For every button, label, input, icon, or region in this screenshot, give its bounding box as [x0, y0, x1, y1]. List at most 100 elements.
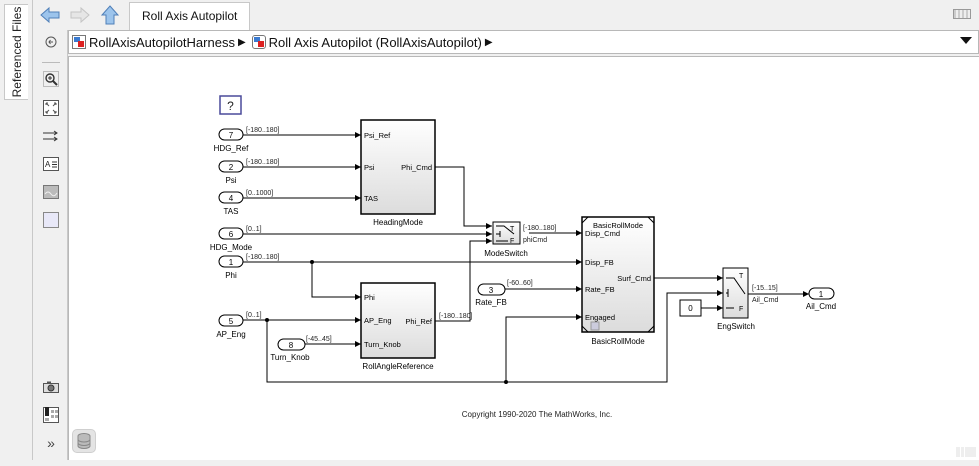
range-label: [-45..45]: [306, 336, 332, 343]
forward-button[interactable]: [68, 4, 92, 26]
port-label: Surf_Cmd: [617, 274, 651, 283]
signal-name-label: phiCmd: [523, 237, 547, 244]
signal-route-button[interactable]: [42, 127, 60, 145]
inport-name: Rate_FB: [475, 298, 507, 307]
port-label: Psi: [364, 163, 375, 172]
hide-explorer-icon: [45, 36, 57, 48]
breadcrumb-item-roll-axis-autopilot[interactable]: Roll Axis Autopilot (RollAxisAutopilot): [249, 35, 482, 50]
branch-point: [504, 380, 508, 384]
breadcrumb-item-harness[interactable]: RollAxisAutopilotHarness: [69, 35, 235, 50]
fit-to-view-button[interactable]: [42, 99, 60, 117]
inport-number: 4: [229, 194, 234, 203]
eng-switch-block[interactable]: T F EngSwitch: [717, 267, 755, 331]
breadcrumb-dropdown-icon[interactable]: [960, 37, 972, 44]
inport-rate-fb[interactable]: 3 Rate_FB: [475, 283, 507, 307]
port-label: Disp_FB: [585, 258, 614, 267]
inport-name: AP_Eng: [216, 330, 245, 339]
annotation-button[interactable]: A: [42, 155, 60, 173]
port-label: Disp_Cmd: [585, 229, 620, 238]
range-label: [0..1000]: [246, 190, 273, 197]
property-inspector-icon: [43, 407, 59, 423]
inport-number: 3: [489, 286, 494, 295]
signal-engaged[interactable]: [505, 314, 582, 382]
image-icon: [43, 185, 59, 199]
screenshot-icon: [43, 381, 59, 393]
block-name: HeadingMode: [373, 218, 423, 227]
block-title: BasicRollMode: [593, 221, 643, 230]
inport-number: 1: [229, 258, 234, 267]
range-label: [-180..180]: [523, 225, 557, 232]
inport-phi[interactable]: 1 Phi: [218, 255, 244, 280]
back-arrow-icon: [40, 6, 60, 24]
tool-palette: A »: [34, 30, 68, 460]
model-data-editor-button[interactable]: [72, 429, 96, 453]
resize-grip[interactable]: [956, 447, 976, 457]
inport-number: 7: [229, 131, 234, 140]
back-button[interactable]: [38, 4, 62, 26]
branch-point: [310, 260, 314, 264]
heading-mode-block[interactable]: Psi_Ref Psi TAS Phi_Cmd HeadingMode: [360, 119, 436, 227]
signal-phi-cmd[interactable]: [435, 166, 492, 229]
range-label: [-180..180]: [246, 127, 280, 134]
inport-name: Turn_Knob: [270, 353, 310, 362]
switch-true-label: T: [739, 273, 744, 280]
signal-name-label: Ail_Cmd: [752, 297, 779, 304]
property-inspector-button[interactable]: [42, 406, 60, 424]
block-name: ModeSwitch: [484, 249, 528, 258]
svg-text:A: A: [45, 160, 51, 169]
signal-phi-branch[interactable]: [311, 262, 361, 300]
inport-name: Phi: [225, 271, 237, 280]
range-label: [-180..180]: [246, 254, 280, 261]
range-label: [-180..180]: [439, 313, 473, 320]
constant-value: 0: [688, 304, 693, 313]
zoom-button[interactable]: [42, 70, 60, 88]
keyboard-icon[interactable]: [953, 9, 971, 19]
model-icon: [72, 35, 86, 49]
range-label: [-15..15]: [752, 285, 778, 292]
inport-name: HDG_Ref: [214, 144, 249, 153]
model-reference-icon: [251, 35, 266, 49]
block-name: BasicRollMode: [591, 337, 645, 346]
inport-hdg-ref[interactable]: 7 HDG_Ref: [214, 128, 249, 153]
area-button[interactable]: [42, 211, 60, 229]
up-arrow-icon: [100, 5, 120, 25]
up-button[interactable]: [98, 4, 122, 26]
range-label: [-60..60]: [507, 280, 533, 287]
inport-ap-eng[interactable]: 5 AP_Eng: [216, 314, 246, 339]
model-reference-badge-icon: [590, 321, 600, 331]
hide-explorer-button[interactable]: [42, 33, 60, 51]
breadcrumb: RollAxisAutopilotHarness ▶ Roll Axis Aut…: [68, 30, 979, 54]
roll-angle-reference-block[interactable]: Phi AP_Eng Turn_Knob Phi_Ref RollAngleRe…: [360, 282, 436, 371]
tab-roll-axis-autopilot[interactable]: Roll Axis Autopilot: [129, 2, 251, 30]
range-label: [0..1]: [246, 312, 262, 319]
fit-to-view-icon: [43, 100, 59, 116]
palette-divider: [42, 62, 60, 63]
inport-tas[interactable]: 4 TAS: [218, 191, 244, 216]
image-button[interactable]: [42, 183, 60, 201]
mode-switch-block[interactable]: T F ModeSwitch: [484, 221, 528, 258]
inport-hdg-mode[interactable]: 6 HDG_Mode: [210, 227, 253, 252]
basic-roll-mode-block[interactable]: BasicRollMode Disp_Cmd Disp_FB Rate_FB E…: [581, 216, 655, 346]
signal-lines: [243, 132, 809, 383]
model-canvas[interactable]: ? [-180..180: [68, 56, 979, 460]
breadcrumb-label: Roll Axis Autopilot (RollAxisAutopilot): [268, 34, 482, 50]
signal-route-icon: [43, 130, 58, 142]
inport-number: 6: [229, 230, 234, 239]
referenced-files-tab[interactable]: Referenced Files: [4, 4, 28, 100]
more-tools-button[interactable]: »: [42, 434, 60, 452]
outport-ail-cmd[interactable]: 1 Ail_Cmd: [806, 287, 836, 311]
inport-turn-knob[interactable]: 8 Turn_Knob: [270, 338, 310, 362]
constant-block[interactable]: 0: [679, 299, 702, 317]
port-label: Phi: [364, 293, 375, 302]
inport-name: TAS: [224, 207, 239, 216]
block-diagram: ? [-180..180: [210, 95, 836, 419]
signal-phi-ref[interactable]: [435, 238, 492, 322]
inport-number: 2: [229, 163, 234, 172]
signal-labels: [-180..180] [-180..180] [0..1000] [0..1]…: [246, 127, 779, 343]
screenshot-button[interactable]: [42, 378, 60, 396]
signal-ap-eng-branch[interactable]: [266, 290, 723, 383]
database-icon: [77, 433, 91, 449]
block-name: EngSwitch: [717, 322, 755, 331]
help-block[interactable]: ?: [219, 95, 242, 115]
inport-psi[interactable]: 2 Psi: [218, 160, 244, 185]
